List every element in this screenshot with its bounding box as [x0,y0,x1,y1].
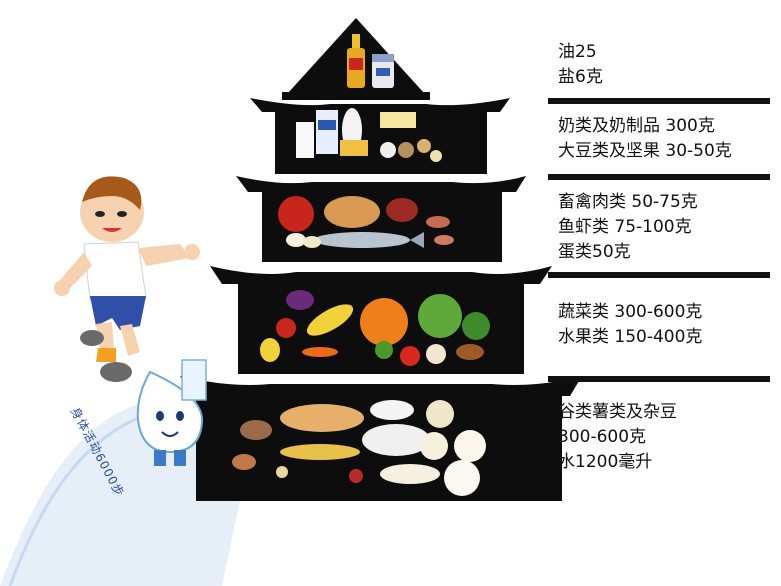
veg-items [260,290,490,366]
label-line: 谷类薯类及杂豆 [558,402,677,422]
label-line: 鱼虾类 75-100克 [558,217,692,237]
running-boy-icon [54,176,200,382]
label-line: 蔬菜类 300-600克 [558,302,703,322]
dairy-items [296,108,442,162]
label-line: 油25 [558,42,597,62]
pagoda-eave-4 [210,266,552,284]
label-line: 畜禽肉类 50-75克 [558,192,698,212]
label-line: 蛋类50克 [558,242,631,262]
label-line: 水果类 150-400克 [558,327,703,347]
label-level-top: 油25 盐6克 [558,40,603,90]
divider [548,272,770,278]
label-line: 盐6克 [558,67,603,87]
oil-bottle-icon [347,34,365,88]
running-track-lane [8,408,161,586]
pagoda-eave-3 [236,176,526,192]
label-line: 奶类及奶制品 300克 [558,116,715,136]
pagoda-eave-5 [180,376,582,396]
salt-shaker-icon [372,54,394,88]
label-level-grain: 谷类薯类及杂豆 300-600克 水1200毫升 [558,400,677,475]
label-line: 大豆类及坚果 30-50克 [558,141,732,161]
divider [548,376,770,382]
meat-items [278,196,454,248]
label-level-meat: 畜禽肉类 50-75克 鱼虾类 75-100克 蛋类50克 [558,190,698,265]
divider [548,174,770,180]
label-line: 300-600克 [558,427,647,447]
label-line: 水1200毫升 [558,452,653,472]
label-level-veg: 蔬菜类 300-600克 水果类 150-400克 [558,300,702,350]
label-level-dairy: 奶类及奶制品 300克 大豆类及坚果 30-50克 [558,114,732,164]
pagoda-eave-2 [250,98,510,112]
grain-items [232,400,486,496]
divider [548,98,770,104]
water-drop-icon [136,359,207,466]
